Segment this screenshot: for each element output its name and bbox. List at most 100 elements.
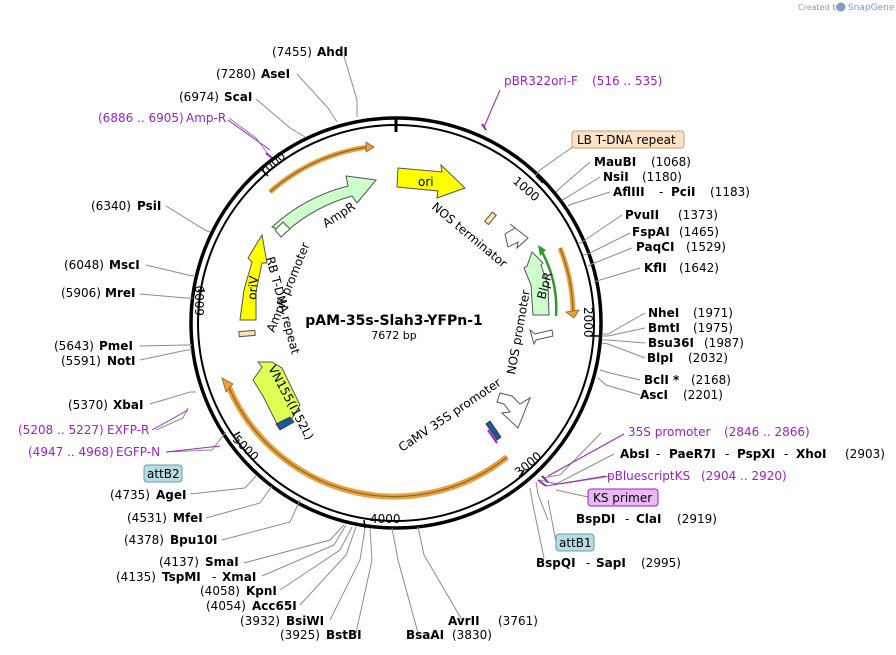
site-afliii-pcii: AflIII - PciI (1183) <box>613 185 750 199</box>
leader-lines <box>139 55 646 634</box>
svg-text:MauBI: MauBI <box>594 155 636 169</box>
svg-text:(2919): (2919) <box>677 512 717 526</box>
site-blpi: BlpI (2032) <box>647 351 728 365</box>
svg-text:(1183): (1183) <box>710 185 750 199</box>
label-attb2: attB2 <box>143 464 183 483</box>
svg-text:(1971): (1971) <box>693 306 733 320</box>
feature-ori: ori <box>396 163 466 199</box>
svg-text:AvrII: AvrII <box>448 614 480 628</box>
svg-text:MreI: MreI <box>105 286 135 300</box>
credit-brand: SnapGene <box>848 3 895 13</box>
site-asci: AscI (2201) <box>640 388 723 402</box>
svg-text:(3932): (3932) <box>240 614 280 628</box>
svg-text:(2201): (2201) <box>683 388 723 402</box>
svg-text:TspMI: TspMI <box>162 570 201 584</box>
svg-text:BlpI: BlpI <box>647 351 673 365</box>
svg-text:(7280): (7280) <box>216 67 256 81</box>
svg-text:BclI *: BclI * <box>644 373 680 387</box>
site-psii: (6340) PsiI <box>91 199 161 213</box>
svg-text:FspAI: FspAI <box>632 225 670 239</box>
snapgene-logo-icon <box>836 2 846 12</box>
svg-text:BspDI: BspDI <box>576 512 615 526</box>
svg-text:(4137): (4137) <box>159 555 199 569</box>
feature-oriv: oriV <box>239 233 268 321</box>
feature-nos-terminator-label: NOS terminator <box>429 200 510 271</box>
primer-pbluescriptks: pBluescriptKS <box>607 469 690 483</box>
primer-pbr322ori-f: pBR322ori-F <box>504 74 578 88</box>
primer-amp-r-range: (6886 .. 6905) <box>98 111 184 125</box>
site-nsii: NsiI (1180) <box>603 170 682 184</box>
svg-text:AflIII: AflIII <box>613 185 645 199</box>
svg-text:(1529): (1529) <box>686 240 726 254</box>
site-mfei: (4531) MfeI <box>127 511 203 525</box>
feature-ampr: AmpR <box>271 175 377 238</box>
svg-text:KflI: KflI <box>644 261 667 275</box>
feature-blpr-label: BlpR <box>534 271 555 301</box>
site-scai: (6974) ScaI <box>179 90 252 104</box>
svg-text:Bpu10I: Bpu10I <box>170 533 217 547</box>
svg-text:XhoI: XhoI <box>796 447 827 461</box>
orf-arcs <box>221 141 580 500</box>
svg-text:AhdI: AhdI <box>317 45 348 59</box>
site-bcli: BclI * (2168) <box>644 373 731 387</box>
svg-text:BmtI: BmtI <box>648 321 680 335</box>
site-smai: (4137) SmaI <box>159 555 239 569</box>
svg-text:NsiI: NsiI <box>603 170 629 184</box>
credit-text: Created by <box>798 3 842 12</box>
svg-text:(5370): (5370) <box>68 398 108 412</box>
site-noti: (5591) NotI <box>61 354 136 368</box>
svg-text:(1180): (1180) <box>642 170 682 184</box>
svg-text:PmeI: PmeI <box>99 339 133 353</box>
svg-text:NheI: NheI <box>648 306 679 320</box>
primer-35s-promoter: 35S promoter <box>628 425 710 439</box>
svg-text:(1975): (1975) <box>693 321 733 335</box>
feature-blpr: BlpR <box>523 245 558 317</box>
svg-text:(5591): (5591) <box>61 354 101 368</box>
site-bspdi-clai: BspDI - ClaI (2919) <box>576 512 717 526</box>
feature-camv35s-label: CaMV 35S promoter <box>396 375 504 454</box>
site-agei: (4735) AgeI <box>110 488 186 502</box>
site-nhei: NheI (1971) <box>648 306 733 320</box>
feature-camv35s: CaMV 35S promoter <box>396 375 532 454</box>
svg-text:NotI: NotI <box>107 354 136 368</box>
svg-text:(2995): (2995) <box>641 556 681 570</box>
feature-oriv-label: oriV <box>245 275 261 301</box>
site-bstbi: (3925) BstBI <box>280 628 362 642</box>
svg-text:-: - <box>656 447 660 461</box>
svg-text:(7455): (7455) <box>272 45 312 59</box>
svg-text:(6340): (6340) <box>91 199 131 213</box>
site-pvuii: PvuII (1373) <box>625 208 718 222</box>
site-bspqi-sapi: BspQI - SapI (2995) <box>536 556 681 570</box>
svg-text:BspQI: BspQI <box>536 556 576 570</box>
svg-text:PciI: PciI <box>671 185 696 199</box>
site-xbai: (5370) XbaI <box>68 398 143 412</box>
svg-text:KpnI: KpnI <box>246 584 277 598</box>
svg-text:BsiWI: BsiWI <box>286 614 324 628</box>
svg-text:(1068): (1068) <box>651 155 691 169</box>
svg-text:-: - <box>625 512 629 526</box>
svg-text:(6048): (6048) <box>64 258 104 272</box>
svg-text:(2032): (2032) <box>688 351 728 365</box>
svg-text:attB2: attB2 <box>147 467 180 481</box>
svg-text:SapI: SapI <box>596 556 626 570</box>
site-bsaai: BsaAI (3830) <box>406 628 492 642</box>
svg-text:-: - <box>725 447 729 461</box>
site-avrii: AvrII (3761) <box>448 614 538 628</box>
svg-text:(4054): (4054) <box>206 599 246 613</box>
plasmid-name: pAM-35s-Slah3-YFPn-1 <box>305 313 483 329</box>
tick-label-4000: 4000 <box>370 512 401 526</box>
site-msci: (6048) MscI <box>64 258 140 272</box>
svg-text:ScaI: ScaI <box>224 90 252 104</box>
site-tspmi-xmai: (4135) TspMI - XmaI <box>116 570 256 584</box>
svg-text:MscI: MscI <box>109 258 140 272</box>
svg-text:AscI: AscI <box>640 388 668 402</box>
label-attb1: attB1 <box>555 533 595 552</box>
site-bpu10i: (4378) Bpu10I <box>124 533 217 547</box>
feature-ori-label: ori <box>418 175 434 189</box>
site-bmti: BmtI (1975) <box>648 321 733 335</box>
primer-exfp-r: EXFP-R <box>107 423 149 437</box>
svg-text:PsiI: PsiI <box>137 199 161 213</box>
svg-text:PspXI: PspXI <box>737 447 775 461</box>
site-bsiwi: (3932) BsiWI <box>240 614 324 628</box>
svg-text:SmaI: SmaI <box>205 555 239 569</box>
